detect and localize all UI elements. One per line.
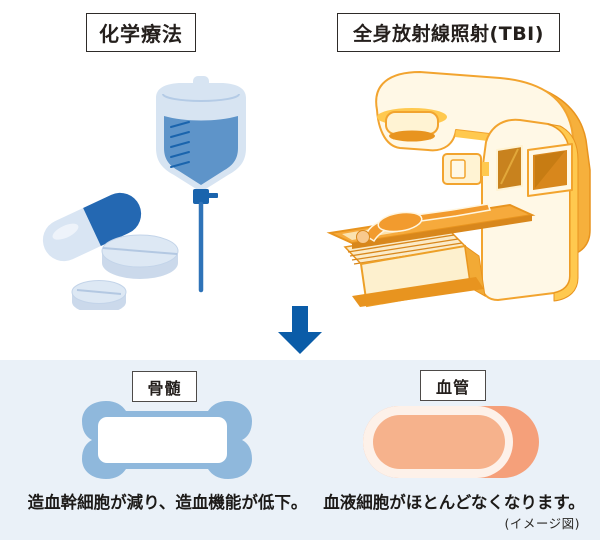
blood-vessel-caption: 血液細胞がほとんどなくなります。 [323,493,585,512]
tablet-small-icon [71,280,127,310]
blood-vessel-label-box: 血管 [420,370,486,401]
bone-marrow-label-box: 骨髄 [132,371,197,402]
empty-marrow-cavity [98,417,227,463]
blood-vessel-label: 血管 [435,377,470,397]
chemotherapy-label: 化学療法 [99,22,183,46]
bone-marrow-label: 骨髄 [147,378,182,398]
tbi-label-box: 全身放射線照射(TBI) [337,13,560,52]
chemotherapy-illustration [42,76,246,310]
empty-vessel-lumen [373,415,505,469]
linac-gantry [375,71,591,302]
bone-marrow-caption: 造血幹細胞が減り、造血機能が低下。 [27,493,308,512]
bone-illustration [82,401,252,479]
radiation-machine-illustration [326,71,591,308]
capsule-pill-icon [42,192,142,262]
tablet-large-icon [101,234,179,279]
chemotherapy-label-box: 化学療法 [86,13,196,52]
iv-drip-icon [156,76,246,293]
down-arrow-icon [276,304,324,356]
patient-figure [356,203,491,244]
blood-vessel-illustration [363,406,539,478]
tbi-label: 全身放射線照射(TBI) [353,23,544,45]
image-note: (イメージ図) [504,516,580,531]
